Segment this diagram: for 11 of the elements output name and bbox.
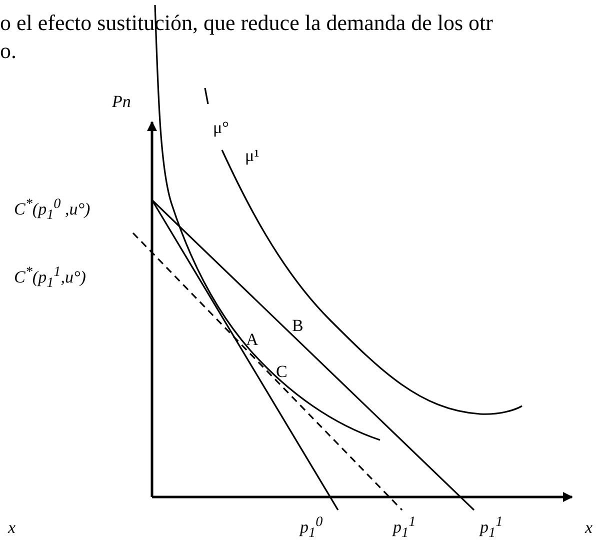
axis-label: x [585,518,593,538]
intercept-label: C$^{*}$(p$_{1}$$^{0}$ ,u°) [14,195,90,226]
point-label: A [246,330,258,350]
axis-label: x [8,518,16,538]
intercept-label: C$^{*}$(p$_{1}$$^{1}$,u°) [14,263,86,294]
point-label: C [276,362,288,382]
curve-label: μ¹ [245,146,260,166]
text-line: o. [0,38,16,64]
axis-label: Pn [112,92,131,112]
curve-label: μ° [213,118,229,138]
point-label: B [292,316,304,336]
